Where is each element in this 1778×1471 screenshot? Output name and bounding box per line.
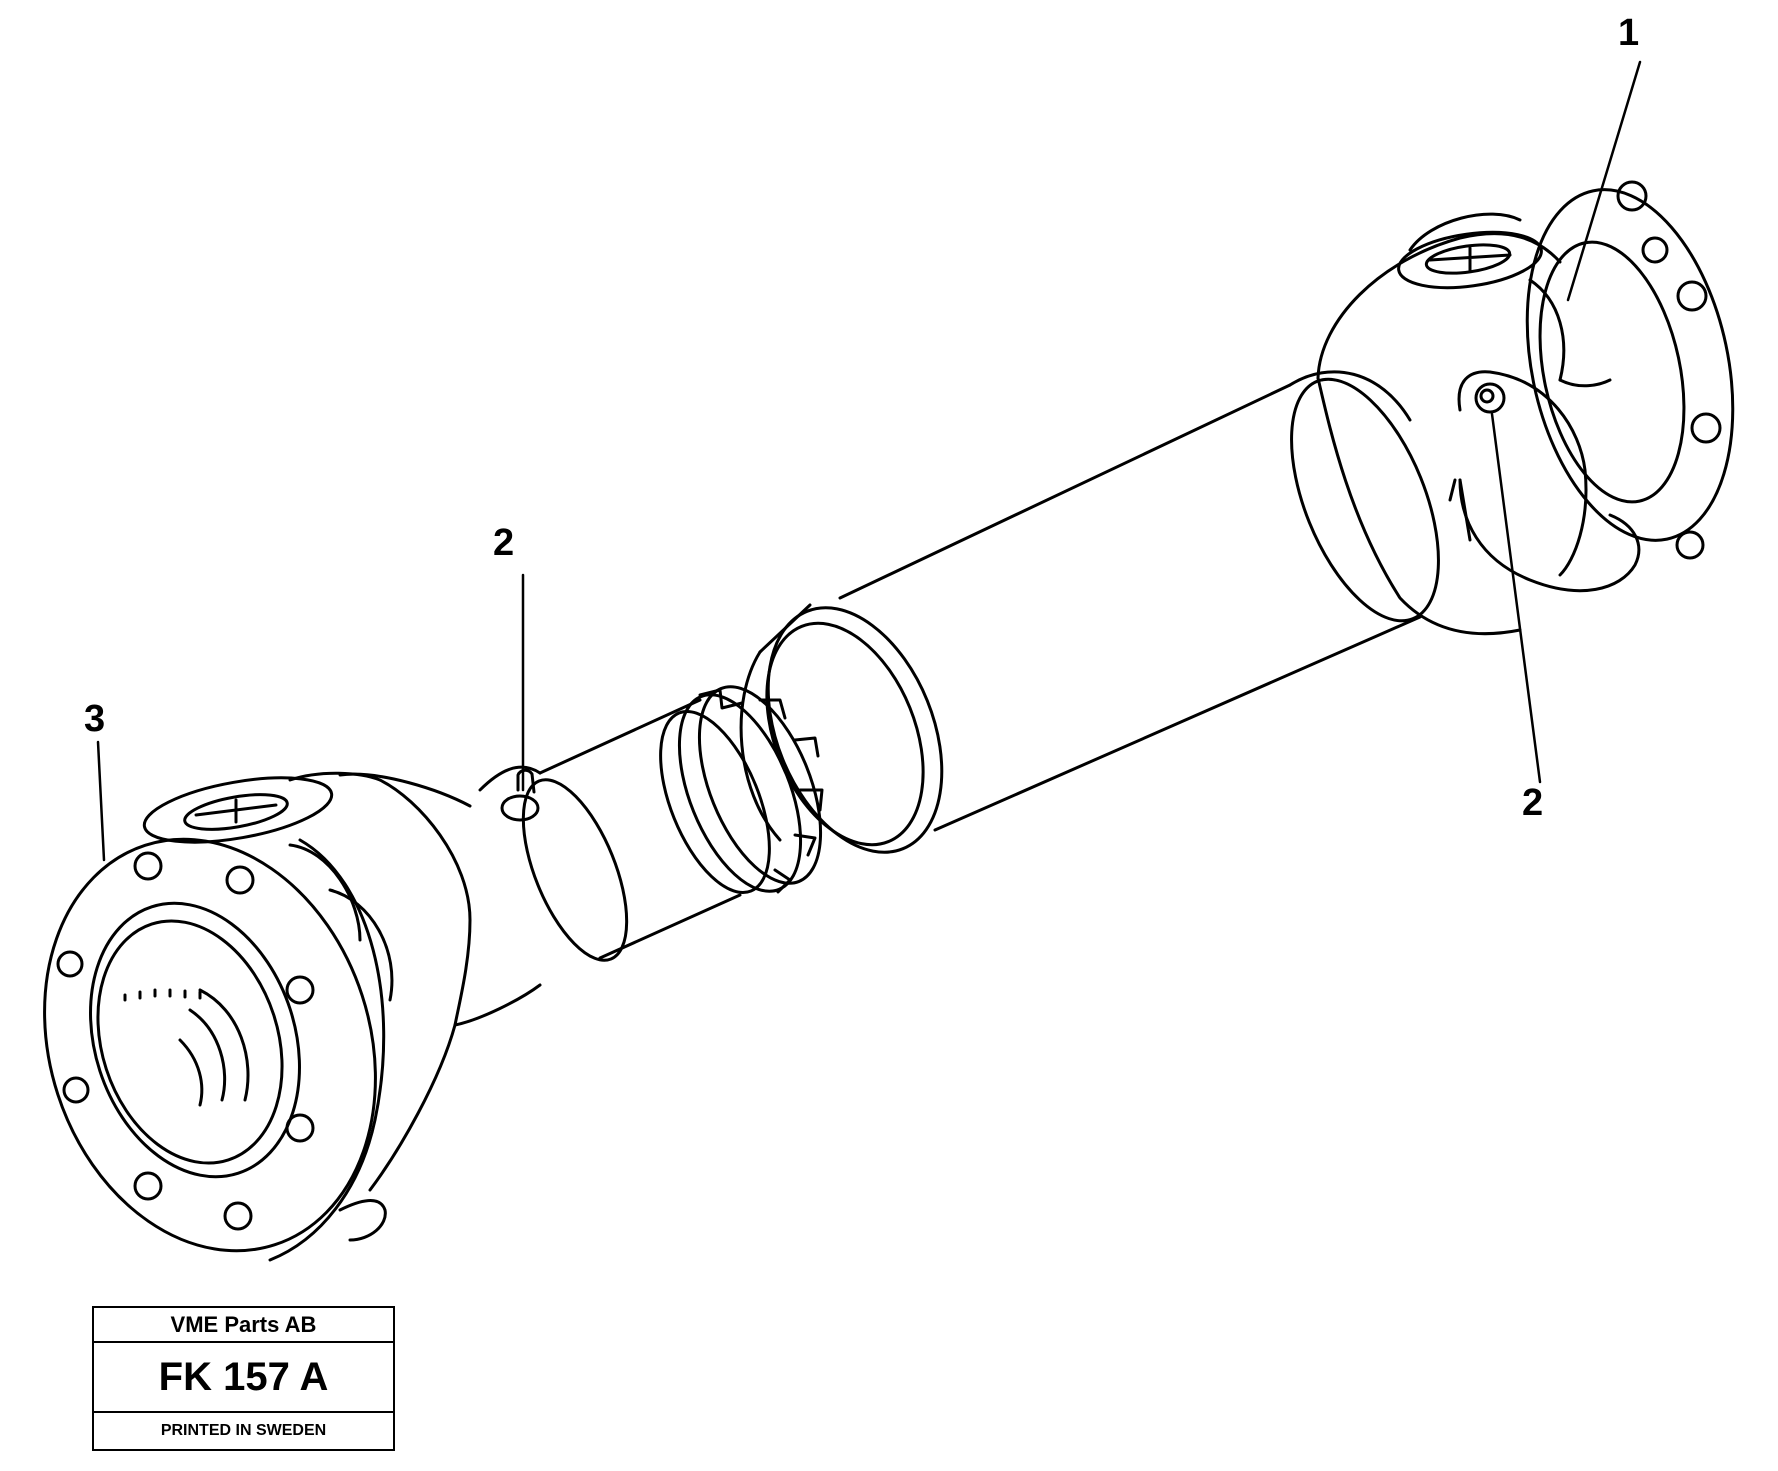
leader-lines xyxy=(96,60,1642,862)
callout-item-1: 1 xyxy=(1618,12,1640,54)
right-flange xyxy=(1525,180,1735,560)
callout-item-2-right: 2 xyxy=(1522,782,1544,824)
printed-note: PRINTED IN SWEDEN xyxy=(160,1422,327,1439)
callout-item-3: 3 xyxy=(84,698,106,740)
callout-item-2-left: 2 xyxy=(493,522,515,564)
title-block: VME Parts AB FK 157 A PRINTED IN SWEDEN xyxy=(92,1306,395,1451)
main-tube xyxy=(838,370,1440,832)
right-yoke xyxy=(1316,212,1641,636)
inner-shaft xyxy=(478,698,742,962)
left-flange xyxy=(43,837,386,1262)
figure-code: FK 157 A xyxy=(94,1343,393,1413)
slip-joint xyxy=(659,603,944,895)
company-name: VME Parts AB xyxy=(94,1308,393,1343)
left-yoke xyxy=(142,771,542,1242)
